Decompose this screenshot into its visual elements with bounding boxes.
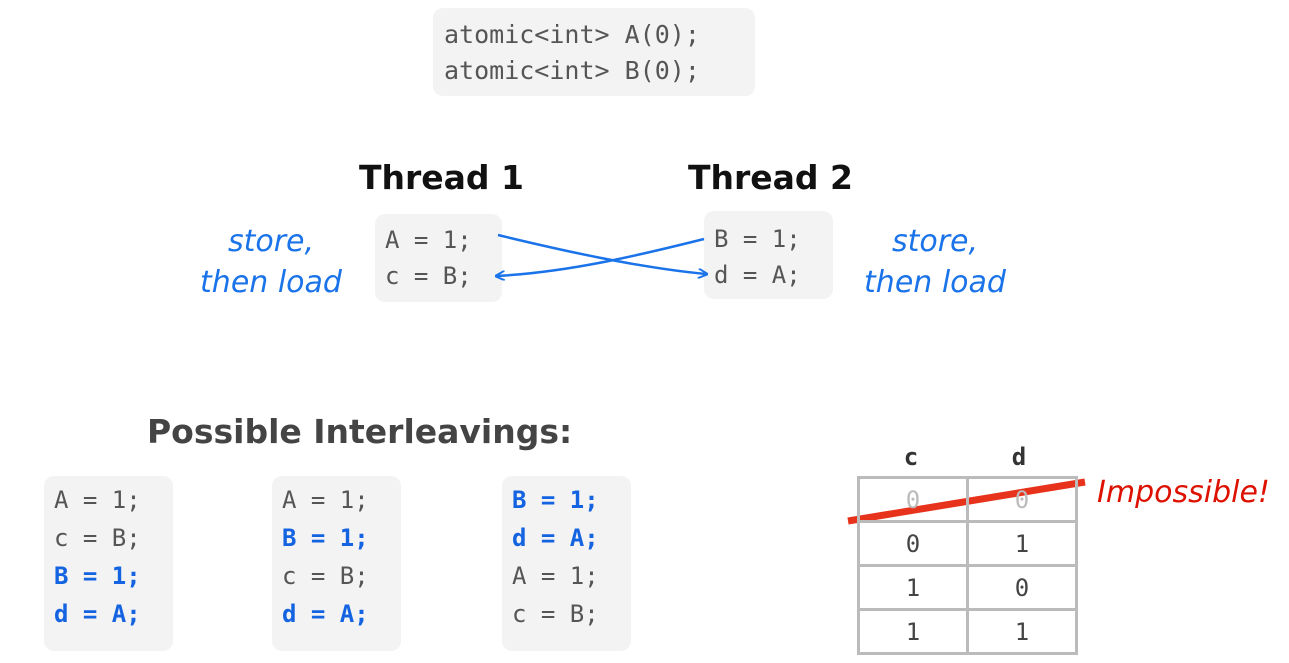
thread2-note: store, then load (852, 221, 1018, 303)
thread1-note-line2: then load (200, 265, 342, 300)
thread2-code: B = 1; d = A; (704, 211, 833, 299)
thread2-note-line1: store, (891, 224, 979, 259)
cell-d: 1 (966, 608, 1078, 655)
thread1-code: A = 1; c = B; (375, 214, 502, 302)
table-row: 0 0 (857, 476, 1078, 523)
declaration-b: atomic<int> B(0); (444, 56, 700, 85)
table-row: 1 0 (857, 564, 1078, 611)
interleaving-line: d = A; (54, 600, 141, 628)
interleaving-1: A = 1; c = B; B = 1; d = A; (44, 476, 173, 651)
results-table: 0 0 0 1 1 0 1 1 (857, 476, 1078, 655)
thread1-load: c = B; (385, 262, 472, 290)
cell-c: 0 (857, 476, 969, 523)
cell-d: 0 (966, 564, 1078, 611)
interleaving-line: A = 1; (512, 562, 599, 590)
interleaving-line: d = A; (282, 600, 369, 628)
interleaving-line: B = 1; (54, 562, 141, 590)
thread1-store: A = 1; (385, 226, 472, 254)
interleaving-line: d = A; (512, 524, 599, 552)
interleaving-line: B = 1; (282, 524, 369, 552)
thread1-title: Thread 1 (359, 158, 524, 197)
arrow-a-to-thread2-load (497, 233, 706, 274)
interleaving-3: B = 1; d = A; A = 1; c = B; (502, 476, 631, 651)
interleavings-heading: Possible Interleavings: (147, 412, 573, 451)
cell-d: 0 (966, 476, 1078, 523)
interleaving-2: A = 1; B = 1; c = B; d = A; (272, 476, 401, 651)
table-row: 1 1 (857, 608, 1078, 655)
thread2-title: Thread 2 (688, 158, 853, 197)
thread2-store: B = 1; (714, 225, 801, 253)
cell-c: 0 (857, 520, 969, 567)
thread1-note: store, then load (188, 221, 354, 303)
table-row: 0 1 (857, 520, 1078, 567)
thread2-load: d = A; (714, 261, 801, 289)
interleaving-line: c = B; (282, 562, 369, 590)
cell-d: 1 (966, 520, 1078, 567)
declaration-a: atomic<int> A(0); (444, 20, 700, 49)
arrow-b-to-thread1-load (497, 237, 705, 276)
interleaving-line: A = 1; (54, 486, 141, 514)
column-header-d: d (1011, 443, 1027, 471)
thread2-note-line2: then load (864, 265, 1006, 300)
interleaving-line: c = B; (512, 600, 599, 628)
interleaving-line: A = 1; (282, 486, 369, 514)
interleaving-line: c = B; (54, 524, 141, 552)
column-header-c: c (903, 443, 919, 471)
impossible-label: Impossible! (1097, 475, 1270, 510)
cell-c: 1 (857, 608, 969, 655)
atomic-declarations: atomic<int> A(0); atomic<int> B(0); (433, 8, 755, 96)
thread1-note-line1: store, (227, 224, 315, 259)
cell-c: 1 (857, 564, 969, 611)
interleaving-line: B = 1; (512, 486, 599, 514)
